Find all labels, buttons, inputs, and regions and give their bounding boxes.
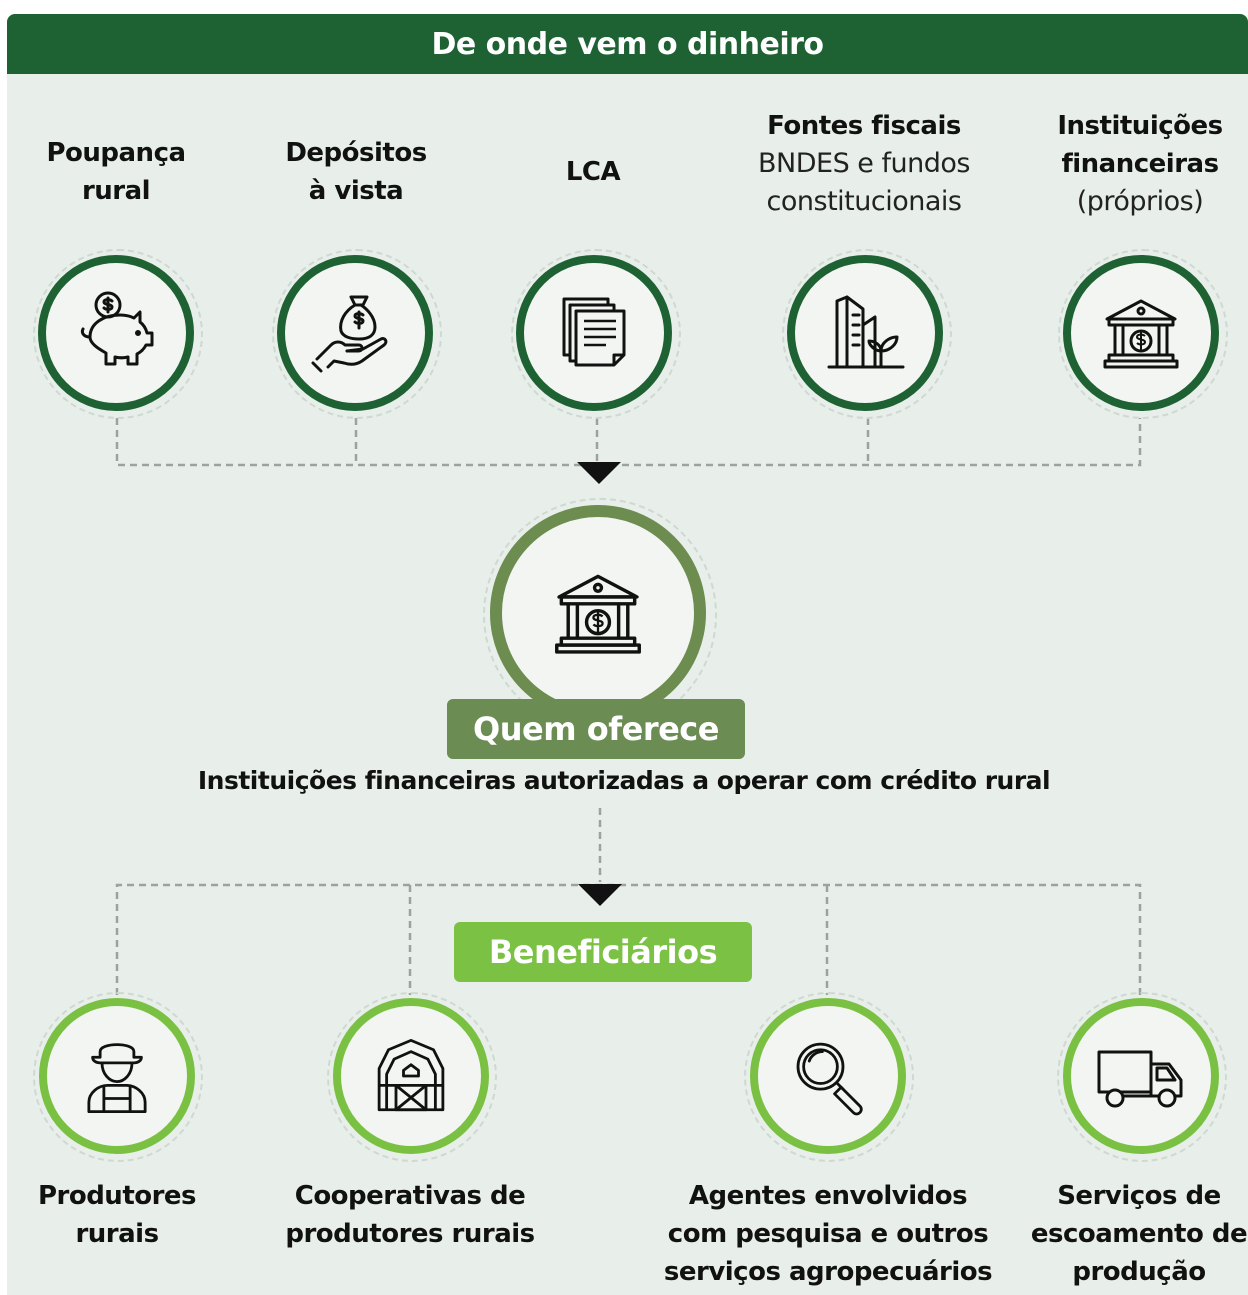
beneficiary-label-cooperativas: Cooperativas de produtores rurais — [285, 1181, 535, 1249]
beneficiary-circle-produtores — [39, 998, 195, 1154]
provider-label: Quem oferece — [447, 699, 745, 759]
source-subtitle: (próprios) — [1076, 186, 1204, 217]
magnifier-icon — [796, 1042, 863, 1116]
provider-circle — [490, 505, 706, 721]
documents-icon — [562, 297, 626, 367]
halo — [1058, 249, 1228, 419]
arrow-down-icon — [577, 462, 621, 484]
barn-icon — [377, 1038, 445, 1112]
piggy-bank-icon — [80, 291, 154, 366]
buildings-plant-icon — [827, 295, 905, 369]
beneficiaries-label: Beneficiários — [454, 922, 752, 982]
farmer-icon — [87, 1043, 147, 1114]
source-label-poupanca: Poupança rural — [46, 138, 186, 206]
bank-icon — [1103, 299, 1179, 369]
beneficiary-circle-agentes — [750, 998, 906, 1154]
provider-description: Instituições financeiras autorizadas a o… — [197, 766, 1051, 795]
halo — [33, 992, 203, 1162]
halo — [782, 249, 952, 419]
halo — [33, 249, 203, 419]
halo — [327, 992, 497, 1162]
source-circle-instituicoes — [1063, 255, 1219, 411]
halo — [272, 249, 442, 419]
source-title: Instituições financeiras — [1057, 111, 1223, 179]
halo — [1057, 992, 1227, 1162]
source-circle-poupanca — [38, 255, 194, 411]
halo — [744, 992, 914, 1162]
source-circle-lca — [516, 255, 672, 411]
money-bag-hand-icon — [311, 295, 388, 373]
source-label-lca: LCA — [565, 157, 621, 187]
source-label-fontes-fiscais: Fontes fiscais BNDES e fundos constituci… — [734, 107, 994, 221]
beneficiary-label-produtores: Produtores rurais — [37, 1181, 197, 1249]
beneficiary-label-agentes: Agentes envolvidos com pesquisa e outros… — [663, 1181, 993, 1287]
beneficiary-circle-cooperativas — [333, 998, 489, 1154]
truck-icon — [1097, 1050, 1183, 1108]
page-title: De onde vem o dinheiro — [7, 14, 1248, 74]
halo — [511, 249, 681, 419]
source-subtitle: BNDES e fundos constitucionais — [758, 148, 970, 217]
beneficiary-label-servicos: Serviços de escoamento de produção — [1030, 1181, 1248, 1287]
source-circle-depositos — [277, 255, 433, 411]
arrow-down-icon — [578, 884, 622, 906]
source-label-instituicoes: Instituições financeiras (próprios) — [1030, 107, 1248, 221]
source-circle-fontes-fiscais — [787, 255, 943, 411]
bank-icon — [555, 574, 641, 654]
source-title: Fontes fiscais — [767, 111, 961, 141]
source-label-depositos: Depósitos à vista — [285, 138, 427, 206]
beneficiary-circle-servicos — [1063, 998, 1219, 1154]
